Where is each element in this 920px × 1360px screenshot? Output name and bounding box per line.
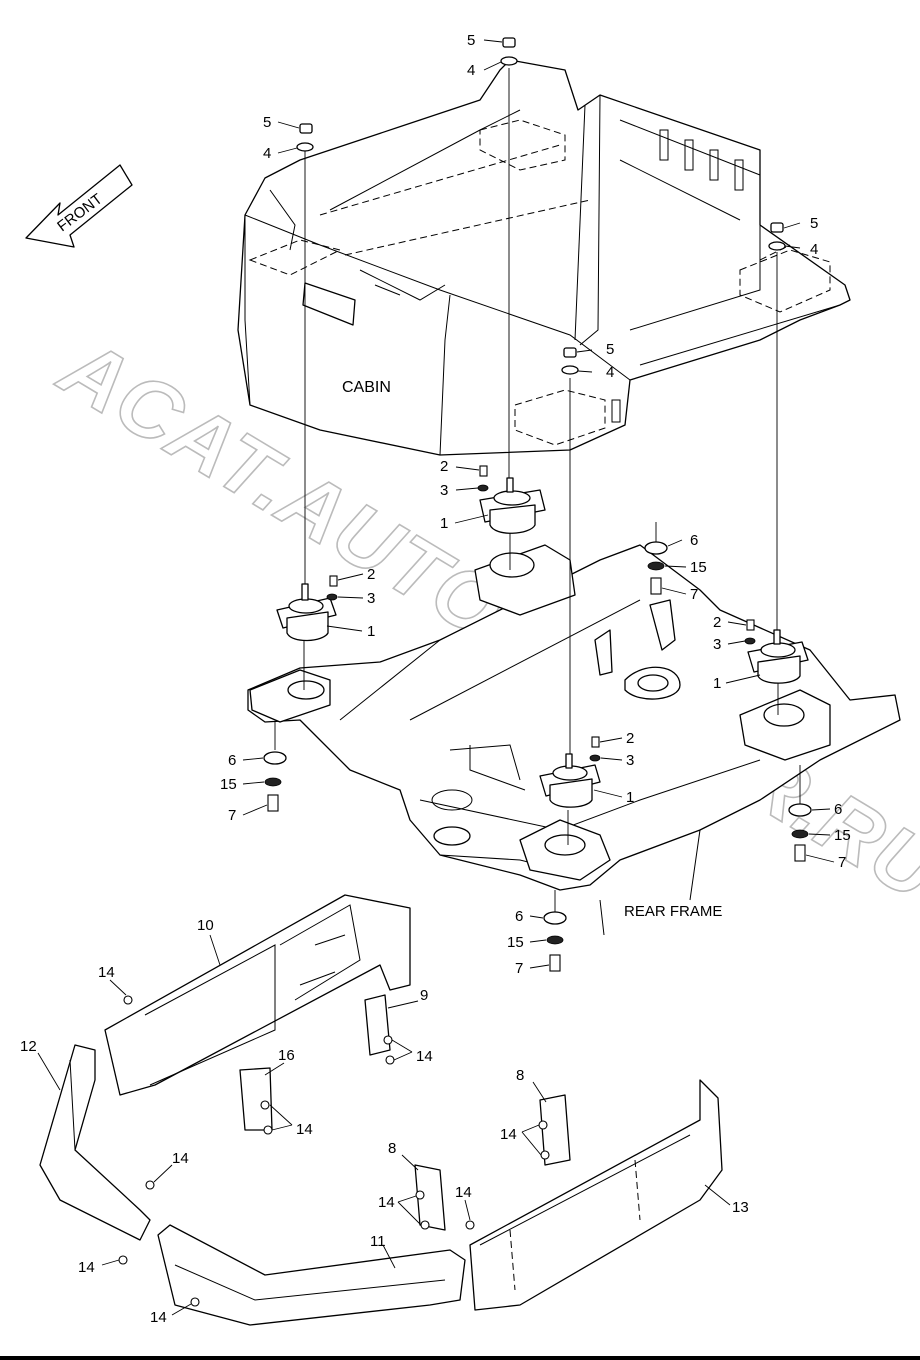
bracket-8-left	[414, 1164, 446, 1231]
callout-2: 2	[626, 730, 634, 747]
callout-16: 16	[278, 1047, 295, 1064]
callout-1: 1	[367, 623, 375, 640]
callout-14: 14	[98, 964, 115, 981]
lock-washer-icon	[326, 484, 756, 762]
callout-7: 7	[228, 807, 236, 824]
rubber-mount-center	[479, 477, 546, 534]
callout-5: 5	[263, 114, 271, 131]
callout-7: 7	[515, 960, 523, 977]
callout-9: 9	[420, 987, 428, 1004]
nut-icon	[299, 37, 784, 358]
callout-4: 4	[467, 62, 475, 79]
callout-6: 6	[690, 532, 698, 549]
page-bottom-border	[0, 1356, 920, 1360]
rear-frame-assembly	[247, 544, 901, 936]
hex-bolt-icon	[267, 577, 806, 972]
callout-8: 8	[388, 1140, 396, 1157]
callout-15: 15	[220, 776, 237, 793]
bracket-16	[239, 1067, 273, 1131]
callout-12: 12	[20, 1038, 37, 1055]
callout-14: 14	[378, 1194, 395, 1211]
callout-6: 6	[834, 801, 842, 818]
callout-5: 5	[606, 341, 614, 358]
callout-15: 15	[690, 559, 707, 576]
rear-frame-label: REAR FRAME	[624, 903, 722, 920]
callout-numbers: 5 4 5 4 5 4 5 4 2 3 1 2 3 1 2 3 1 2 3 1 …	[20, 32, 851, 1326]
alignment-lines	[274, 68, 801, 912]
callout-1: 1	[713, 675, 721, 692]
callout-7: 7	[690, 586, 698, 603]
callout-4: 4	[810, 241, 818, 258]
front-arrow-icon	[25, 164, 133, 248]
callout-15: 15	[507, 934, 524, 951]
callout-3: 3	[626, 752, 634, 769]
callout-2: 2	[440, 458, 448, 475]
callout-5: 5	[467, 32, 475, 49]
cover-10	[104, 894, 411, 1096]
rubber-mount-left	[276, 583, 337, 642]
callout-14: 14	[150, 1309, 167, 1326]
callout-6: 6	[515, 908, 523, 925]
callout-10: 10	[197, 917, 214, 934]
callout-7: 7	[838, 854, 846, 871]
callout-14: 14	[78, 1259, 95, 1276]
callout-14: 14	[500, 1126, 517, 1143]
rubber-mount-lower	[539, 753, 601, 808]
callout-5: 5	[810, 215, 818, 232]
callout-3: 3	[440, 482, 448, 499]
callout-6: 6	[228, 752, 236, 769]
callout-8: 8	[516, 1067, 524, 1084]
callout-15: 15	[834, 827, 851, 844]
callout-13: 13	[732, 1199, 749, 1216]
callout-1: 1	[440, 515, 448, 532]
callout-3: 3	[367, 590, 375, 607]
stopper-icon	[263, 541, 812, 925]
cover-11	[157, 1224, 466, 1326]
callout-14: 14	[455, 1184, 472, 1201]
leader-lines	[37, 39, 835, 1316]
cover-13	[469, 1079, 723, 1311]
callout-14: 14	[172, 1150, 189, 1167]
callout-11: 11	[370, 1233, 386, 1250]
washer-icon	[296, 56, 786, 375]
bracket-8-right	[539, 1094, 571, 1166]
callout-2: 2	[713, 614, 721, 631]
mounting-bolt-icon	[118, 995, 550, 1307]
rubber-mount-right	[747, 629, 809, 684]
cabin-label: CABIN	[342, 379, 391, 396]
callout-14: 14	[296, 1121, 313, 1138]
callout-1: 1	[626, 789, 634, 806]
callout-2: 2	[367, 566, 375, 583]
callout-4: 4	[606, 364, 614, 381]
bolt-icon	[329, 465, 755, 748]
cabin-assembly	[237, 59, 851, 456]
callout-14: 14	[416, 1048, 433, 1065]
callout-4: 4	[263, 145, 271, 162]
bracket-9	[364, 994, 391, 1056]
cover-12	[39, 1044, 151, 1241]
callout-3: 3	[713, 636, 721, 653]
flat-washer-icon	[264, 561, 809, 945]
